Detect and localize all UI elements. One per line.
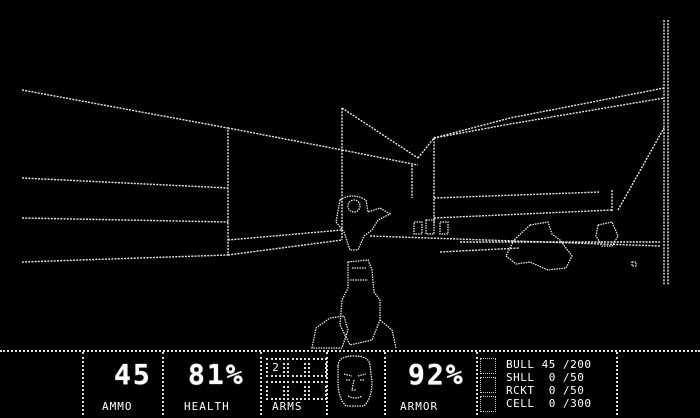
health-label: HEALTH [184,400,230,413]
arms-slot-4 [308,358,327,377]
zombieman-enemy[interactable] [335,195,392,251]
level-wireframe [21,20,669,285]
arms-grid: 2 [266,358,327,400]
arms-slot-3 [287,358,306,377]
arms-slot-2: 2 [266,358,285,377]
armor-panel: 92% ARMOR [384,352,476,415]
arms-slot-6 [287,381,306,400]
pistol-weapon-icon [311,259,397,349]
status-bar-end [616,352,700,415]
keycard-slots [480,358,496,415]
health-panel: 81% HEALTH [162,352,260,415]
barrel-objects [413,219,637,267]
ammo-row-shll: SHLL 0 /50 [506,371,585,384]
ammo-row-cell: CELL 0 /300 [506,397,592,410]
ammo-row-rckt: RCKT 0 /50 [506,384,585,397]
armor-value: 92% [408,358,465,391]
health-value: 81% [188,358,245,391]
arms-label: ARMS [272,400,303,413]
face-panel [326,352,384,415]
status-bar: 45 AMMO 81% HEALTH 2 ARMS [0,350,700,415]
inventory-panel: BULL 45 /200 SHLL 0 /50 RCKT 0 /50 CELL … [476,352,616,415]
armor-label: ARMOR [400,400,439,413]
ammo-row-bull: BULL 45 /200 [506,358,592,371]
keycard-slot-icon [480,358,496,374]
arms-panel: 2 ARMS [260,352,327,415]
keycard-slot-icon [480,396,496,412]
ammo-value: 45 [114,358,152,391]
marine-face-icon [337,355,373,407]
imp-enemy[interactable] [595,221,619,247]
game-viewport[interactable] [0,0,700,350]
ammo-table: BULL 45 /200 SHLL 0 /50 RCKT 0 /50 CELL … [506,358,592,410]
keycard-slot-icon [480,377,496,393]
ammo-panel: 45 AMMO [82,352,162,415]
arms-slot-7 [308,381,327,400]
arms-slot-5 [266,381,285,400]
ammo-label: AMMO [102,400,133,413]
imp-enemy[interactable] [505,221,573,271]
